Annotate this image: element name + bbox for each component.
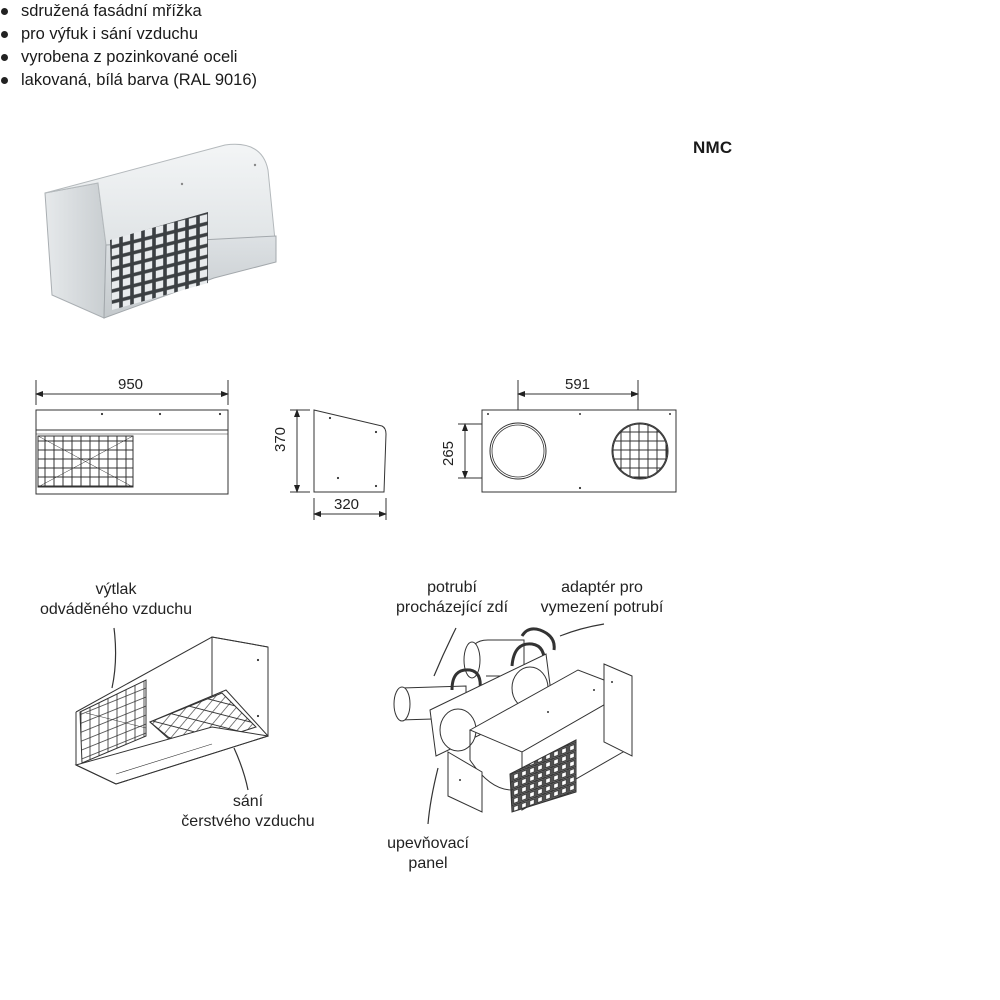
- dimension-hole-height: 265: [440, 440, 457, 466]
- dimension-depth: 320: [334, 496, 360, 513]
- callout-pipe-line2: procházející zdí: [395, 599, 509, 616]
- callout-exhaust-line2: odváděného vzduchu: [39, 601, 193, 618]
- callout-intake: sání čerstvého vzduchu: [168, 792, 328, 832]
- callout-exhaust-line1: výtlak: [95, 581, 137, 598]
- feature-list: sdružená fasádní mřížka pro výfuk i sání…: [0, 0, 1000, 92]
- dimension-hole-spacing: 591: [565, 376, 591, 393]
- callout-intake-line2: čerstvého vzduchu: [181, 813, 315, 830]
- dimension-width: 950: [118, 376, 144, 393]
- callout-exhaust: výtlak odváděného vzduchu: [26, 580, 206, 620]
- callout-adapter-line1: adaptér pro: [561, 579, 643, 596]
- callout-panel-line2: panel: [408, 855, 448, 872]
- back-view: [458, 380, 677, 493]
- callout-pipe-line1: potrubí: [427, 579, 477, 596]
- photo-grille: [110, 212, 208, 310]
- front-view: [35, 380, 229, 495]
- feature-item: pro výfuk i sání vzduchu: [0, 23, 1000, 46]
- callout-adapter-line2: vymezení potrubí: [540, 599, 664, 616]
- product-title: NMC: [693, 138, 733, 157]
- callout-pipe: potrubí procházející zdí: [382, 578, 522, 618]
- feature-item: vyrobena z pozinkované oceli: [0, 46, 1000, 69]
- feature-item: sdružená fasádní mřížka: [0, 0, 1000, 23]
- callout-panel-line1: upevňovací: [387, 835, 469, 852]
- callout-adapter: adaptér pro vymezení potrubí: [528, 578, 676, 618]
- open-unit-isometric: [74, 627, 269, 791]
- side-view: [290, 409, 387, 520]
- feature-item: lakovaná, bílá barva (RAL 9016): [0, 69, 1000, 92]
- callout-intake-line1: sání: [232, 793, 264, 810]
- callout-panel: upevňovací panel: [378, 834, 478, 874]
- exploded-assembly: [393, 623, 633, 825]
- dimension-height: 370: [272, 426, 289, 452]
